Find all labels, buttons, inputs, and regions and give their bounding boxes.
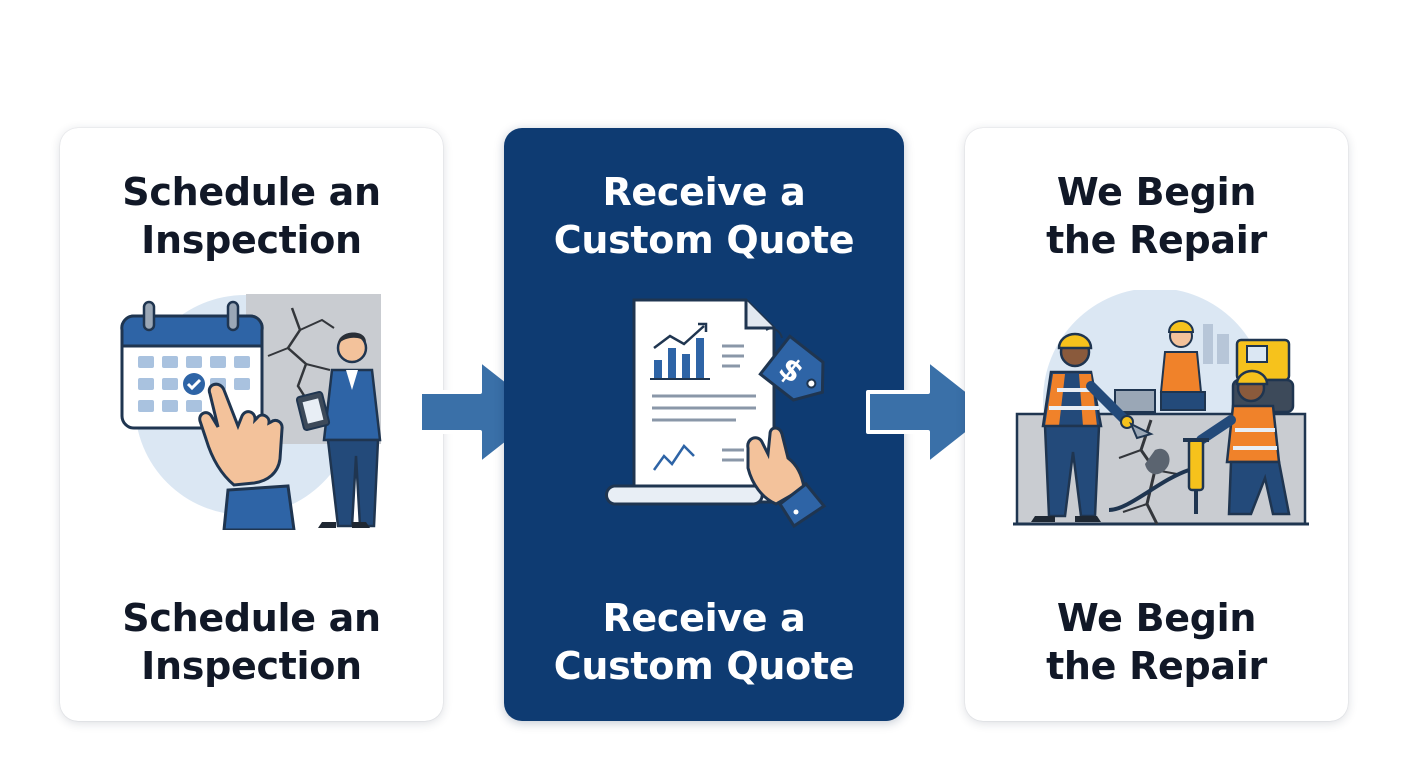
step-title-line: the Repair — [1046, 218, 1267, 262]
step-title-line: Receive a — [602, 170, 806, 214]
step-title-line: Custom Quote — [553, 218, 855, 262]
step-caption-line: Inspection — [141, 644, 362, 688]
step-caption-line: Receive a — [602, 596, 806, 640]
quote-document-icon: $ — [605, 298, 827, 529]
calendar-inspection-icon — [120, 294, 382, 530]
repair-workers-icon — [1013, 290, 1309, 526]
step-caption-line: Custom Quote — [553, 644, 855, 688]
step-title-line: Inspection — [141, 218, 362, 262]
step-card-schedule: Schedule an Inspection — [60, 128, 443, 721]
step-caption-line: Schedule an — [122, 596, 381, 640]
step-caption-line: the Repair — [1046, 644, 1267, 688]
step-card-repair: We Begin the Repair — [965, 128, 1348, 721]
step-title-line: Schedule an — [122, 170, 381, 214]
step-caption-line: We Begin — [1056, 596, 1257, 640]
step-caption: Receive a Custom Quote — [504, 594, 904, 690]
step-card-quote: Receive a Custom Quote — [504, 128, 904, 721]
flow-arrow-right-icon — [866, 358, 996, 466]
step-title-line: We Begin — [1056, 170, 1257, 214]
step-caption: Schedule an Inspection — [60, 594, 443, 690]
step-caption: We Begin the Repair — [965, 594, 1348, 690]
step-title: We Begin the Repair — [965, 168, 1348, 264]
step-title: Receive a Custom Quote — [504, 168, 904, 264]
step-title: Schedule an Inspection — [60, 168, 443, 264]
